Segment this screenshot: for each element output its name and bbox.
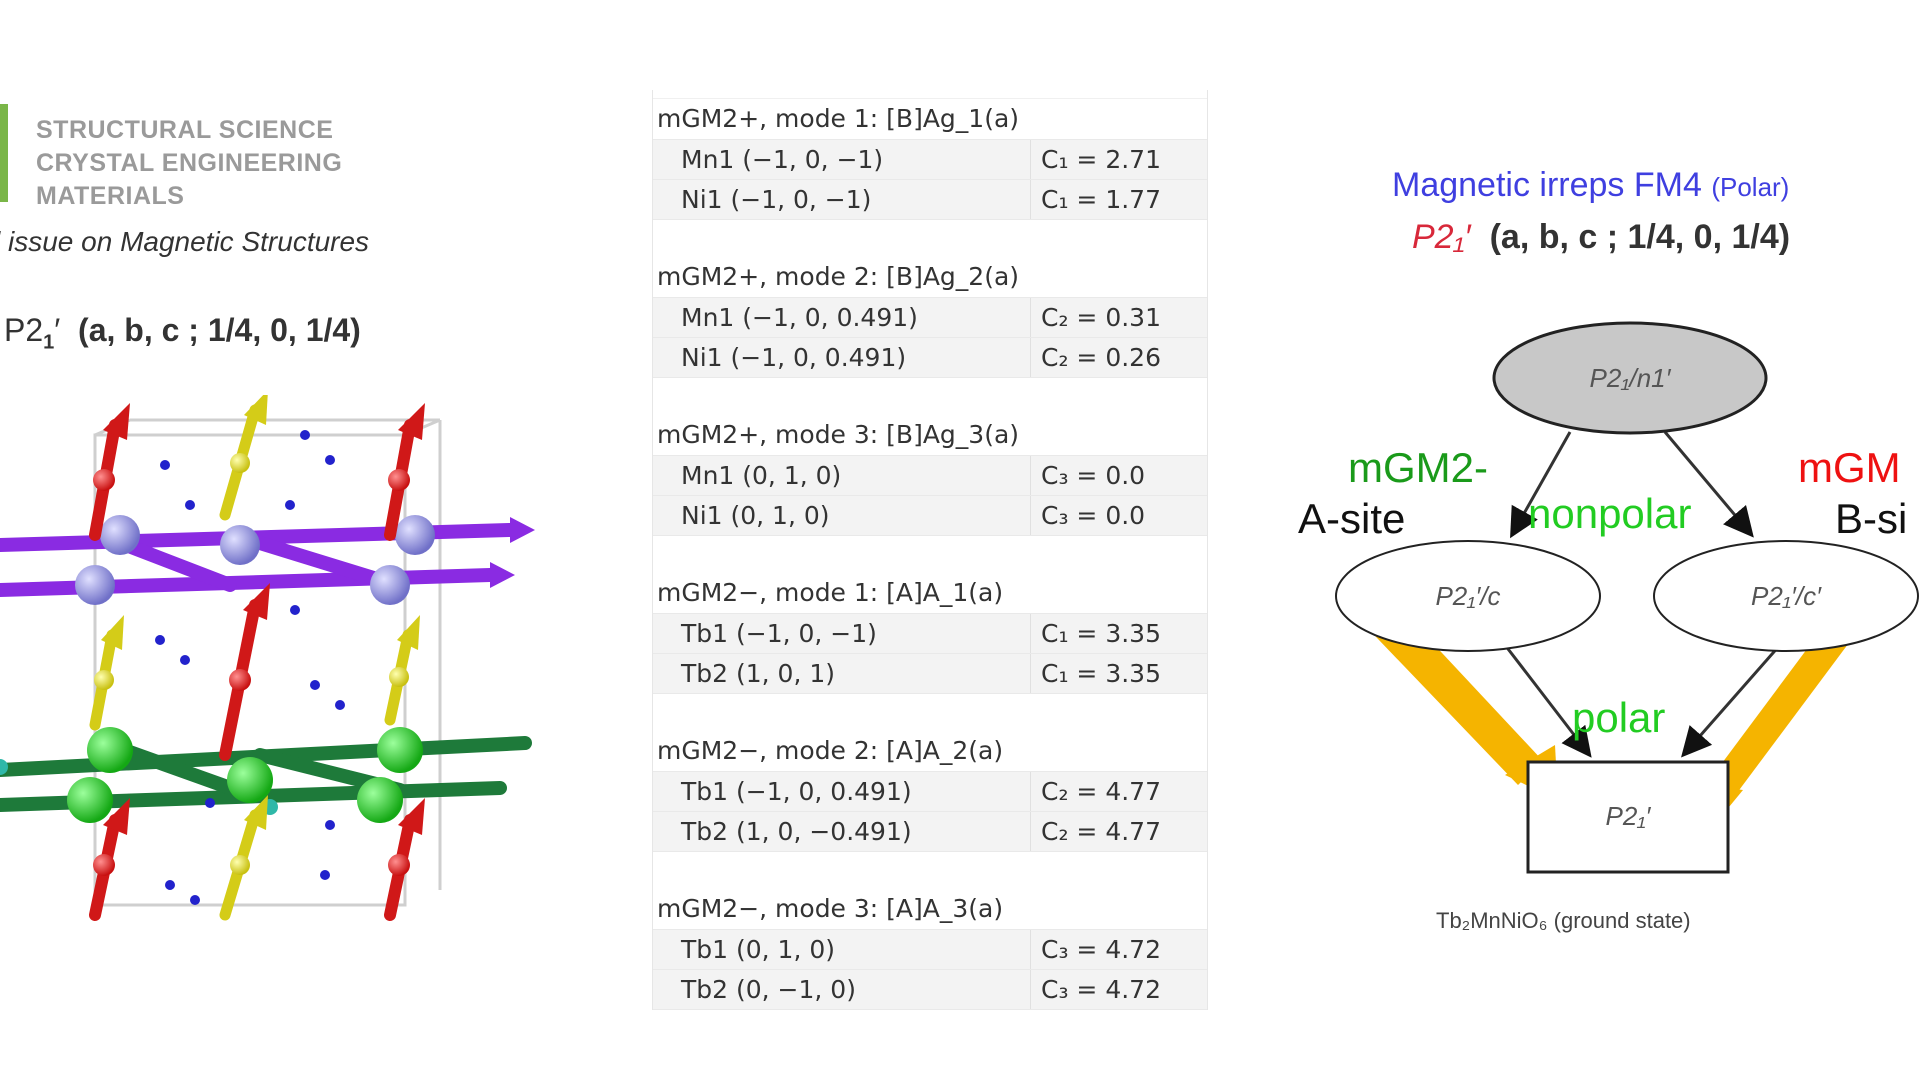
row-spacer xyxy=(653,694,1207,733)
ground-state-caption: Tb₂MnNiO₆ (ground state) xyxy=(1436,908,1691,933)
right-formula-params: (a, b, c ; 1/4, 0, 1/4) xyxy=(1489,218,1791,256)
row-spacer xyxy=(653,536,1207,575)
atom-cell: Tb1 (0, 1, 0) xyxy=(653,930,1031,969)
table-row: Tb2 (0, −1, 0) C₃ = 4.72 xyxy=(653,970,1207,1010)
left-irrep-label: mGM2- xyxy=(1348,444,1488,491)
irreps-title: Magnetic irreps FM4 (Polar) xyxy=(1392,166,1789,205)
table-row: Ni1 (0, 1, 0) C₃ = 0.0 xyxy=(653,496,1207,536)
arrow-left-to-bottom xyxy=(1503,644,1592,758)
mode-group: mGM2+, mode 3: [B]Ag_3(a) Mn1 (0, 1, 0) C… xyxy=(653,415,1207,575)
atom-cell: Mn1 (0, 1, 0) xyxy=(653,456,1031,495)
coefficient-cell: C₃ = 4.72 xyxy=(1041,975,1161,1004)
node-left-label: P2₁′/c xyxy=(1435,581,1500,611)
coefficient-cell: C₁ = 1.77 xyxy=(1041,185,1161,214)
left-formula-sub: 1 xyxy=(43,331,55,354)
coefficient-cell: C₂ = 0.26 xyxy=(1041,343,1161,372)
node-bottom-rect xyxy=(1526,760,1730,874)
irreps-polar-note: (Polar) xyxy=(1711,172,1790,202)
node-right-label: P2₁′/c′ xyxy=(1751,581,1822,611)
mode-header: mGM2+, mode 1: [B]Ag_1(a) xyxy=(653,99,1207,140)
magnetic-crystal-structure-icon xyxy=(0,395,535,921)
journal-logo-bar xyxy=(0,104,8,202)
atom-cell: Tb1 (−1, 0, 0.491) xyxy=(653,772,1031,811)
right-irrep-label: mGM xyxy=(1798,444,1901,491)
journal-line-3: MATERIALS xyxy=(36,182,185,210)
mode-group: mGM2+, mode 2: [B]Ag_2(a) Mn1 (−1, 0, 0.… xyxy=(653,257,1207,417)
table-row: Tb1 (−1, 0, −1) C₁ = 3.35 xyxy=(653,614,1207,654)
row-spacer xyxy=(653,852,1207,891)
mode-header: mGM2+, mode 2: [B]Ag_2(a) xyxy=(653,257,1207,298)
mode-header: mGM2−, mode 2: [A]A_2(a) xyxy=(653,731,1207,772)
atom-cell: Mn1 (−1, 0, −1) xyxy=(653,140,1031,179)
left-panel: STRUCTURAL SCIENCE CRYSTAL ENGINEERING M… xyxy=(0,0,640,1080)
coefficient-cell: C₃ = 4.72 xyxy=(1041,935,1161,964)
coefficient-cell: C₂ = 0.31 xyxy=(1041,303,1161,332)
polar-label: polar xyxy=(1572,694,1665,741)
nonpolar-label: nonpolar xyxy=(1528,490,1691,537)
coefficient-cell: C₁ = 2.71 xyxy=(1041,145,1161,174)
coefficient-cell: C₁ = 3.35 xyxy=(1041,619,1161,648)
table-row: Tb1 (0, 1, 0) C₃ = 4.72 xyxy=(653,930,1207,970)
mode-group: mGM2−, mode 3: [A]A_3(a) Tb1 (0, 1, 0) C₃… xyxy=(653,889,1207,1010)
table-row: Ni1 (−1, 0, −1) C₁ = 1.77 xyxy=(653,180,1207,220)
node-right-ellipse xyxy=(1653,540,1919,652)
table-row: Mn1 (−1, 0, −1) C₁ = 2.71 xyxy=(653,140,1207,180)
arrow-top-to-right xyxy=(1663,431,1754,538)
atom-cell: Ni1 (−1, 0, −1) xyxy=(653,180,1031,219)
node-top-ellipse xyxy=(1492,321,1768,435)
mode-header: mGM2−, mode 1: [A]A_1(a) xyxy=(653,573,1207,614)
special-issue-text: l issue on Magnetic Structures xyxy=(0,226,370,257)
journal-line-1: STRUCTURAL SCIENCE xyxy=(36,116,334,144)
left-formula-prime: ′ xyxy=(54,312,61,348)
node-top-label: P2₁/n1′ xyxy=(1589,363,1671,393)
right-formula-symbol: P2₁′ xyxy=(1412,218,1471,256)
mode-group: mGM2+, mode 1: [B]Ag_1(a) Mn1 (−1, 0, −1… xyxy=(653,99,1207,259)
left-site-label: A-site xyxy=(1298,495,1405,542)
mode-group: mGM2−, mode 1: [A]A_1(a) Tb1 (−1, 0, −1)… xyxy=(653,573,1207,733)
table-row: Tb2 (1, 0, 1) C₁ = 3.35 xyxy=(653,654,1207,694)
mode-group: mGM2−, mode 2: [A]A_2(a) Tb1 (−1, 0, 0.4… xyxy=(653,731,1207,891)
coefficient-cell: C₃ = 0.0 xyxy=(1041,461,1146,490)
left-space-group-formula: P21′ (a, b, c ; 1/4, 0, 1/4) xyxy=(4,312,361,354)
table-top-spacer xyxy=(653,90,1207,99)
atom-cell: Ni1 (0, 1, 0) xyxy=(653,496,1031,535)
coefficient-cell: C₃ = 0.0 xyxy=(1041,501,1146,530)
coefficient-cell: C₁ = 3.35 xyxy=(1041,659,1161,688)
atom-cell: Tb2 (0, −1, 0) xyxy=(653,970,1031,1009)
table-row: Mn1 (0, 1, 0) C₃ = 0.0 xyxy=(653,456,1207,496)
atom-cell: Tb1 (−1, 0, −1) xyxy=(653,614,1031,653)
right-panel: Magnetic irreps FM4 (Polar) P2₁′ (a, b, … xyxy=(1240,0,1920,1080)
atom-cell: Tb2 (1, 0, −0.491) xyxy=(653,812,1031,851)
row-spacer xyxy=(653,378,1207,417)
right-site-label: B-si xyxy=(1835,495,1907,542)
arrow-top-to-left xyxy=(1510,431,1572,539)
atom-cell: Tb2 (1, 0, 1) xyxy=(653,654,1031,693)
node-bottom-label: P2₁′ xyxy=(1606,801,1652,831)
arrow-right-to-bottom xyxy=(1681,644,1782,758)
symmetry-tree-diagram: P2₁/n1′ P2₁′/c P2₁′/c′ P2₁′ mGM2- A-site… xyxy=(1298,321,1919,874)
row-spacer xyxy=(653,220,1207,259)
mode-amplitude-table: mGM2+, mode 1: [B]Ag_1(a) Mn1 (−1, 0, −1… xyxy=(652,90,1208,1010)
atom-cell: Mn1 (−1, 0, 0.491) xyxy=(653,298,1031,337)
mode-header: mGM2−, mode 3: [A]A_3(a) xyxy=(653,889,1207,930)
atom-cell: Ni1 (−1, 0, 0.491) xyxy=(653,338,1031,377)
left-formula-symbol: P2 xyxy=(4,312,44,348)
coefficient-cell: C₂ = 4.77 xyxy=(1041,817,1161,846)
node-left-ellipse xyxy=(1335,540,1601,652)
table-row: Tb2 (1, 0, −0.491) C₂ = 4.77 xyxy=(653,812,1207,852)
table-row: Mn1 (−1, 0, 0.491) C₂ = 0.31 xyxy=(653,298,1207,338)
journal-line-2: CRYSTAL ENGINEERING xyxy=(36,149,343,177)
coefficient-cell: C₂ = 4.77 xyxy=(1041,777,1161,806)
irreps-title-text: Magnetic irreps FM4 xyxy=(1392,166,1702,204)
table-row: Ni1 (−1, 0, 0.491) C₂ = 0.26 xyxy=(653,338,1207,378)
table-row: Tb1 (−1, 0, 0.491) C₂ = 4.77 xyxy=(653,772,1207,812)
right-space-group-formula: P2₁′ (a, b, c ; 1/4, 0, 1/4) xyxy=(1412,218,1790,257)
left-formula-params: (a, b, c ; 1/4, 0, 1/4) xyxy=(78,312,361,348)
mode-header: mGM2+, mode 3: [B]Ag_3(a) xyxy=(653,415,1207,456)
